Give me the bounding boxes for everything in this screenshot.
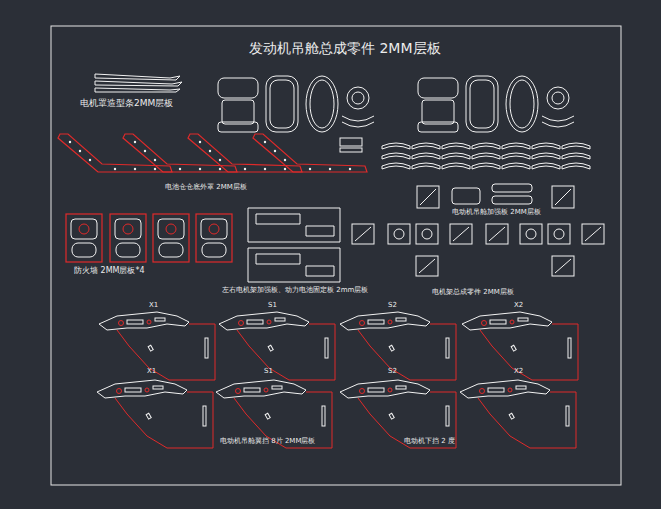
part-note: 左右电机架加强板、动力电池固定板 2mm层板 bbox=[222, 286, 372, 294]
part-mark: X2 bbox=[514, 367, 523, 375]
part-mark: S2 bbox=[388, 301, 397, 309]
part-note: 电机罩造型条2MM层板 bbox=[80, 98, 173, 108]
part-note: 电机架总成零件 2MM层板 bbox=[432, 288, 514, 296]
part-mark: X1 bbox=[149, 301, 158, 309]
part-note: 电动机下挡 2 度 bbox=[404, 437, 455, 445]
part-mark: S1 bbox=[268, 301, 277, 309]
part-note: 电动机吊舱加强板 2MM层板 bbox=[452, 208, 541, 216]
part-mark: S2 bbox=[388, 367, 397, 375]
part-mark: X1 bbox=[147, 367, 156, 375]
part-mark: X2 bbox=[514, 301, 523, 309]
part-note: 防火墙 2MM层板*4 bbox=[74, 266, 145, 275]
part-mark: S1 bbox=[264, 367, 273, 375]
sheet-title: 发动机吊舱总成零件 2MM层板 bbox=[249, 40, 441, 56]
part-note: 电动机吊舱翼挡 8片 2MM层板 bbox=[220, 437, 315, 445]
part-note: 电池仓仓底外罩 2MM层板 bbox=[165, 183, 247, 191]
